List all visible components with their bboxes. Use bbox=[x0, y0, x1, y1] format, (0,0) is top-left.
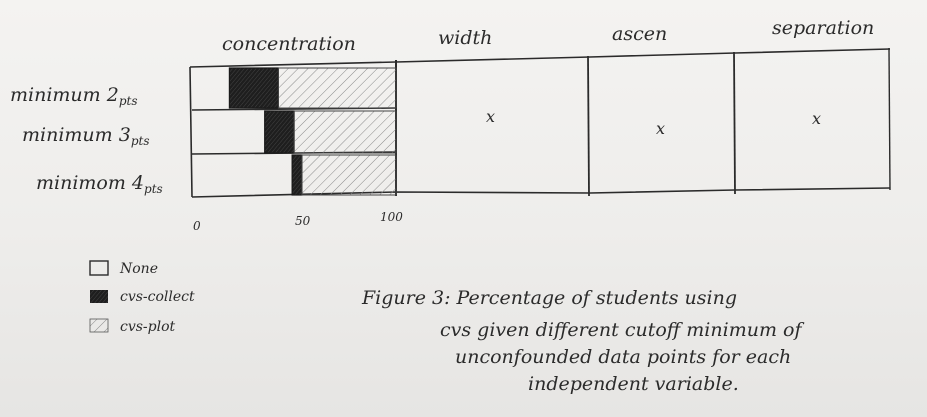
legend-label-collect: cvs-collect bbox=[120, 289, 195, 305]
bar-cvs-collect-row-3 bbox=[291, 154, 303, 196]
tick-0: 0 bbox=[193, 219, 201, 233]
bar-none-row-1 bbox=[200, 68, 229, 108]
legend-label-none: None bbox=[119, 261, 158, 277]
bars bbox=[200, 67, 397, 196]
legend-swatch-none bbox=[89, 260, 109, 276]
row-label-min2: minimum 2pts bbox=[10, 84, 137, 108]
row-label-min4: minimom 4pts bbox=[36, 172, 163, 196]
marker-x-ascen: x bbox=[656, 119, 665, 138]
panel-label-concentration: concentration bbox=[222, 33, 356, 55]
bar-cvs-collect-row-2 bbox=[264, 110, 295, 154]
caption-line-4: independent variable. bbox=[528, 373, 739, 395]
marker-x-width: x bbox=[486, 107, 495, 126]
legend-swatch-plot bbox=[89, 318, 109, 333]
tick-100: 100 bbox=[380, 210, 403, 224]
marker-x-separation: x bbox=[812, 109, 821, 128]
figure-caption: Figure 3: Percentage of students using c… bbox=[361, 287, 804, 395]
bar-cvs-collect-row-1 bbox=[228, 67, 279, 109]
caption-line-2: cvs given different cutoff minimum of bbox=[440, 319, 804, 341]
caption-line-3: unconfounded data points for each bbox=[455, 346, 791, 368]
caption-line-1: Figure 3: Percentage of students using bbox=[361, 287, 737, 309]
legend-swatch-collect bbox=[90, 290, 108, 303]
bar-none-row-3 bbox=[200, 155, 292, 195]
tick-50: 50 bbox=[295, 214, 311, 228]
bar-cvs-plot-row-3 bbox=[301, 154, 397, 196]
panel-label-width: width bbox=[438, 27, 492, 49]
bar-none-row-2 bbox=[200, 111, 265, 153]
bar-cvs-plot-row-1 bbox=[277, 67, 397, 109]
row-label-min3: minimum 3pts bbox=[22, 124, 149, 148]
bar-cvs-plot-row-2 bbox=[293, 110, 397, 154]
panel-label-separation: separation bbox=[772, 17, 874, 39]
legend-label-plot: cvs-plot bbox=[120, 319, 176, 335]
legend: None cvs-collect cvs-plot bbox=[89, 260, 195, 335]
panel-label-ascen: ascen bbox=[612, 23, 667, 45]
